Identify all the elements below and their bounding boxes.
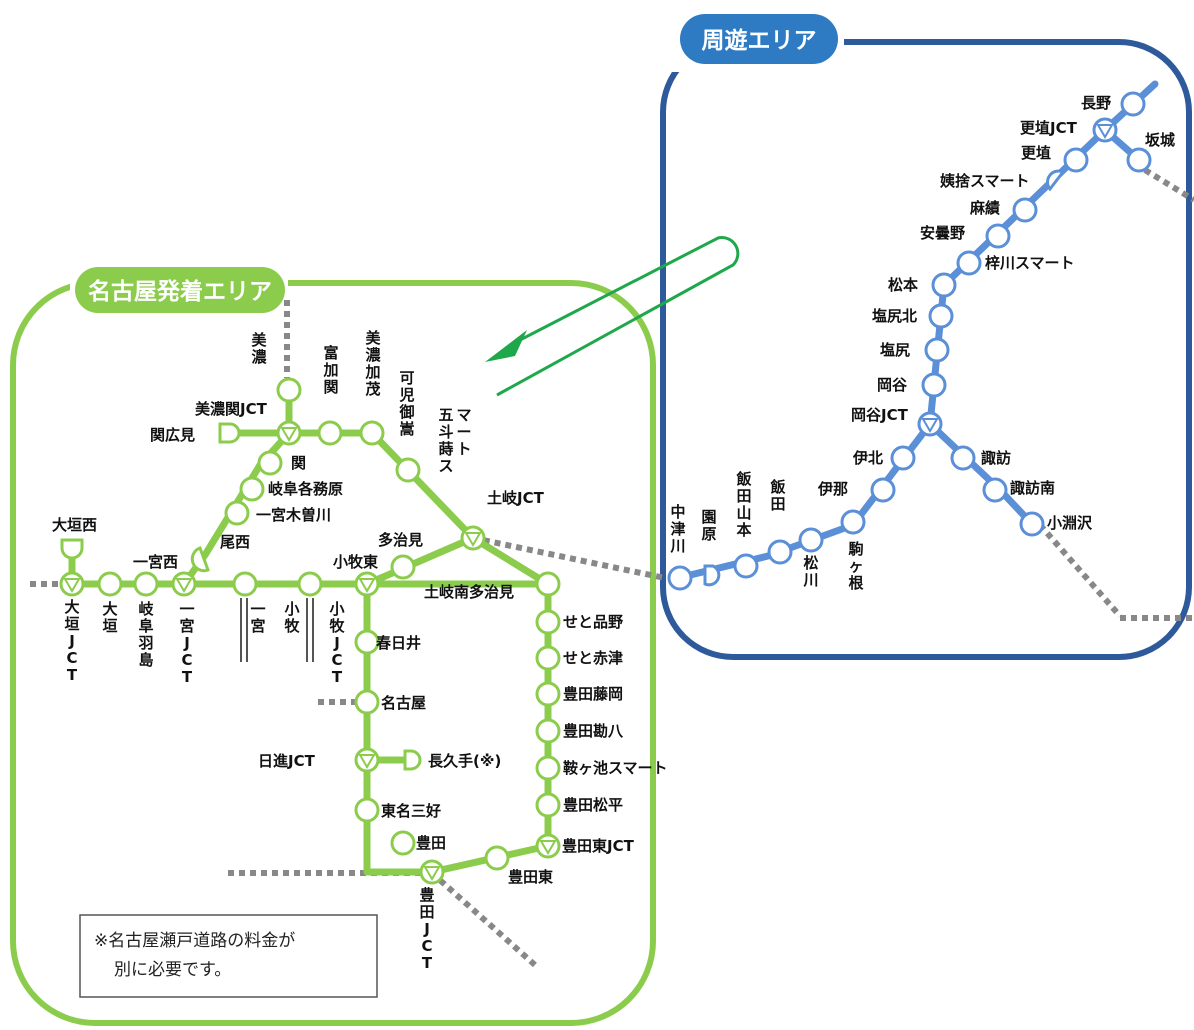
label-tokiminamitajimi: 土岐南多治見	[424, 583, 514, 601]
svg-text:周遊エリア: 周遊エリア	[702, 27, 817, 54]
label-setoakazu: せと赤津	[563, 649, 623, 667]
label-seki: 関	[291, 454, 306, 472]
label-kanimitake: 可児御嵩	[398, 369, 414, 438]
label-okaya-jct: 岡谷JCT	[851, 406, 909, 424]
label-shiojirikita: 塩尻北	[872, 307, 917, 325]
label-gotoki: 五斗蒔スマート	[438, 406, 471, 475]
label-toki-jct: 土岐JCT	[487, 489, 545, 507]
label-gifuhashima: 岐阜羽島	[138, 600, 154, 669]
arrow-nagoya-to-tour	[485, 236, 740, 397]
label-nagakute: 長久手(※)	[428, 752, 501, 770]
label-matsumoto: 松本	[888, 276, 918, 294]
label-shiojiri: 塩尻	[880, 341, 910, 359]
label-toyota: 豊田	[416, 834, 446, 852]
nagoya-area-frame	[10, 280, 656, 1026]
label-gifukakamigahara: 岐阜各務原	[268, 480, 343, 498]
label-ogaki: 大垣	[102, 600, 117, 635]
label-nagoya: 名古屋	[381, 694, 426, 712]
label-minoseki-jct: 美濃関JCT	[195, 400, 268, 418]
label-tomika: 富加関	[322, 344, 338, 396]
label-suwaminami: 諏訪南	[1010, 479, 1055, 497]
nagoya-stations	[59, 377, 561, 885]
label-okaya: 岡谷	[877, 376, 908, 394]
label-ina: 伊那	[817, 480, 848, 498]
nagakute-note: ※名古屋瀬戸道路の料金が 別に必要です。	[79, 914, 378, 998]
nagoya-area-badge: 名古屋発着エリア	[75, 267, 285, 313]
label-ichinomiya: 一宮	[250, 600, 265, 635]
label-obasute: 姨捨スマート	[940, 172, 1030, 190]
route-bars	[240, 598, 314, 662]
label-toyotahigashi-jct: 豊田東JCT	[562, 837, 635, 855]
label-setoshinano: せと品野	[563, 613, 623, 631]
label-kuragaike: 鞍ヶ池スマート	[563, 759, 668, 777]
label-iidayamamoto: 飯田山本	[735, 470, 751, 539]
label-sekihiromi: 関広見	[150, 426, 195, 444]
label-matsukawa: 松川	[802, 554, 818, 589]
tour-vertical-labels: 駒ヶ根 松川 飯田 飯田山本 園原 中津川	[669, 470, 863, 592]
label-toyotafujioka: 豊田藤岡	[563, 685, 623, 703]
label-komakihigashi: 小牧東	[333, 553, 378, 571]
svg-text:名古屋発着エリア: 名古屋発着エリア	[88, 278, 272, 305]
label-suwa: 諏訪	[981, 449, 1011, 467]
label-iida: 飯田	[769, 478, 785, 513]
tour-area-badge: 周遊エリア	[680, 14, 838, 64]
label-mino: 美濃	[251, 331, 267, 366]
tour-labels: 長野 更埴JCT 坂城 更埴 姨捨スマート 麻績 安曇野 梓川スマート 松本 塩…	[817, 94, 1175, 532]
label-kobuchizawa: 小淵沢	[1047, 514, 1093, 532]
label-ihoku: 伊北	[852, 449, 883, 467]
label-nagano: 長野	[1081, 94, 1111, 112]
label-ichinomiyanishi: 一宮西	[133, 553, 178, 571]
nagoya-labels: 美濃関JCT 関広見 関 岐阜各務原 一宮木曽川 尾西 一宮西 大垣西 土岐JC…	[52, 400, 668, 886]
label-tajimi: 多治見	[378, 531, 423, 549]
svg-text:別に必要です。: 別に必要です。	[114, 960, 231, 980]
label-koshoku-jct: 更埴JCT	[1020, 119, 1078, 137]
tour-stations	[667, 91, 1152, 591]
label-minokamo: 美濃加茂	[364, 329, 381, 398]
label-omi: 麻績	[969, 199, 1000, 217]
label-komaki: 小牧	[284, 600, 300, 635]
label-sakaki: 坂城	[1145, 131, 1175, 149]
label-kasugai: 春日井	[376, 634, 421, 652]
label-sonohara: 園原	[701, 508, 716, 543]
label-nisshin-jct: 日進JCT	[258, 752, 316, 770]
label-koshoku: 更埴	[1021, 144, 1051, 162]
svg-text:※名古屋瀬戸道路の料金が: ※名古屋瀬戸道路の料金が	[94, 931, 295, 951]
label-toyotakanbachi: 豊田勘八	[563, 722, 624, 740]
label-nakatsugawa: 中津川	[669, 503, 685, 555]
label-ichinomiyakisogawa: 一宮木曽川	[256, 506, 331, 524]
label-komagane: 駒ヶ根	[848, 540, 863, 592]
label-tomeimiyoshi: 東名三好	[381, 802, 441, 820]
tour-area-frame	[660, 39, 1192, 660]
label-toyotamatsudaira: 豊田松平	[563, 796, 623, 814]
label-toyotahigashi: 豊田東	[508, 868, 553, 886]
other-routes	[30, 167, 1194, 968]
label-ogakinishi: 大垣西	[52, 516, 97, 534]
label-azumino: 安曇野	[920, 224, 965, 242]
label-bisai: 尾西	[220, 533, 250, 551]
label-azusagawa: 梓川スマート	[985, 254, 1075, 272]
